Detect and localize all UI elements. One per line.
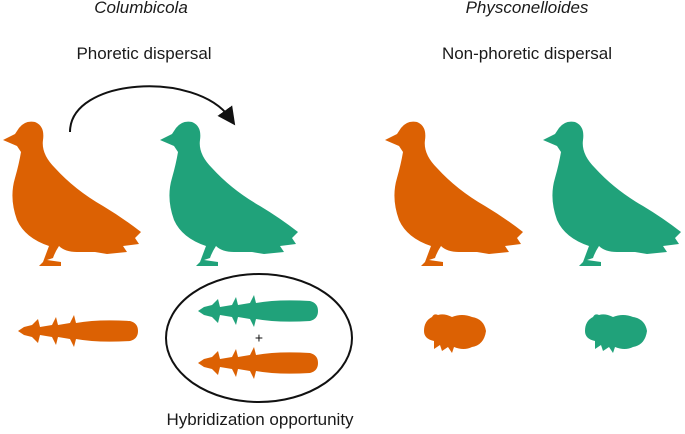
round-louse-icon	[424, 314, 486, 353]
pigeon-icon	[3, 121, 141, 266]
genus-label-physconelloides: Physconelloides	[465, 0, 589, 17]
genus-label-columbicola: Columbicola	[94, 0, 188, 17]
elongate-louse-icon	[198, 295, 318, 327]
mode-label-non-phoretic: Non-phoretic dispersal	[441, 44, 613, 63]
round-louse-icon	[585, 314, 647, 353]
curved-arrow-icon	[69, 85, 236, 133]
plus-sign: +	[255, 330, 263, 346]
mode-label-phoretic: Phoretic dispersal	[76, 44, 212, 63]
elongate-louse-icon	[18, 315, 138, 347]
pigeon-icon	[543, 121, 681, 266]
pigeon-icon	[160, 121, 298, 266]
pigeon-icon	[385, 121, 523, 266]
caption: Hybridization opportunity	[166, 410, 354, 429]
elongate-louse-icon	[198, 347, 318, 379]
hybridization-ellipse	[165, 273, 353, 403]
